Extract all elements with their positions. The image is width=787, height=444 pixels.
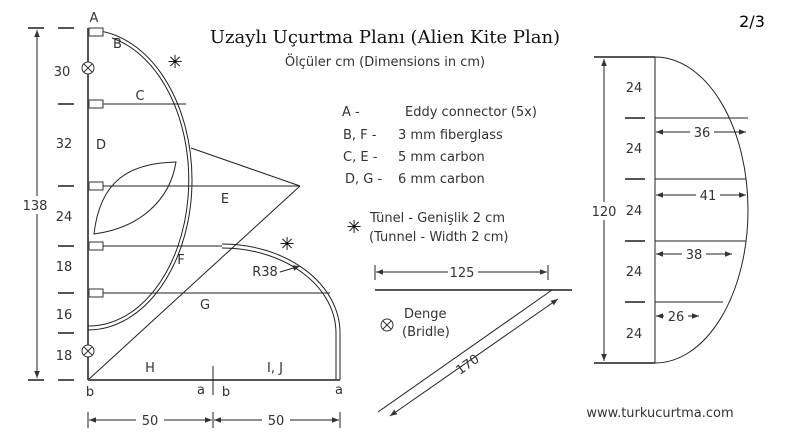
subtitle: Ölçüler cm (Dimensions in cm) (285, 53, 485, 70)
drawing-stroke (279, 265, 301, 273)
drawing-stroke (262, 412, 290, 428)
page-title: Uzaylı Uçurtma Planı (Alien Kite Plan) (210, 27, 560, 48)
tunnel-star-icon: ✳ (167, 52, 182, 73)
width-label: 38 (686, 248, 703, 263)
tunnel-star-icon: ✳ (279, 234, 294, 255)
tunnel-leaf (93, 161, 177, 235)
legend-key: A - (342, 105, 360, 120)
legend-key: D, G - (345, 172, 382, 187)
dim-label: 24 (626, 265, 643, 280)
dim-label: 32 (56, 137, 73, 152)
tunnel-star-icon: ✳ (346, 217, 361, 238)
bridle-text: Denge (404, 307, 447, 322)
drawing-stroke (655, 117, 748, 303)
drawing-stroke (83, 346, 93, 356)
part-label-f: F (177, 253, 184, 268)
right-total-label: 120 (592, 205, 617, 220)
width-label: 50 (142, 414, 159, 429)
part-label-g: G (200, 298, 210, 313)
legend: A - Eddy connector (5x) B, F - 3 mm fiberg… (342, 105, 537, 245)
bridle-diagram: 125 170 Denge (Bridle) (374, 264, 572, 417)
dim-label: 30 (54, 65, 71, 80)
drawing-stroke (696, 188, 720, 203)
drawing-stroke (88, 27, 104, 37)
dim-label: 24 (626, 327, 643, 342)
tunnel-text: Tünel - Genişlik 2 cm (369, 211, 505, 226)
part-label-h: H (145, 361, 155, 376)
kite-left-view: 138 30 32 24 18 16 18 A B C D E F G H I,… (20, 11, 343, 429)
spar-b-outer (87, 29, 193, 331)
drawing-stroke (88, 99, 104, 109)
legend-text: 6 mm carbon (398, 172, 485, 187)
drawing-stroke (20, 196, 50, 214)
dim-label: 24 (626, 81, 643, 96)
page-number: 2/3 (739, 12, 765, 31)
mark-b: b (222, 385, 230, 400)
drawing-stroke (88, 288, 104, 298)
drawing-stroke (664, 125, 720, 324)
drawing-stroke (136, 412, 164, 428)
left-ticks (28, 27, 74, 381)
dim-label: 24 (56, 210, 73, 225)
mark-a: a (197, 383, 205, 398)
drawing-stroke (448, 264, 478, 280)
drawing-stroke (88, 181, 104, 191)
bridle-width-label: 125 (450, 266, 475, 281)
part-label-b: B (113, 37, 122, 52)
keel-line (190, 147, 301, 187)
drawing-stroke (590, 202, 618, 220)
drawing-stroke (382, 320, 392, 330)
legend-key: C, E - (343, 150, 378, 165)
legend-text: Eddy connector (5x) (405, 105, 537, 120)
drawing-stroke (690, 125, 714, 140)
spar-f-inner (221, 247, 337, 380)
bridle-text: (Bridle) (402, 325, 450, 340)
spar-f-outer (221, 243, 341, 380)
part-label-ij: I, J (267, 361, 283, 376)
total-height-label: 138 (23, 199, 48, 214)
width-label: 50 (268, 414, 285, 429)
part-label-a: A (90, 11, 99, 26)
drawing-stroke (87, 412, 341, 428)
diagonal-h (87, 185, 301, 381)
drawing-stroke (682, 247, 706, 262)
dim-label: 24 (626, 204, 643, 219)
bridle-point-icon (81, 344, 95, 358)
dim-label: 24 (626, 142, 643, 157)
connectors (88, 27, 104, 298)
drawing-stroke (83, 63, 93, 73)
width-label: 41 (700, 189, 717, 204)
width-label: 36 (694, 126, 711, 141)
part-label-e: E (221, 192, 229, 207)
sail-outline (654, 56, 749, 364)
bridle-point-icon (380, 318, 394, 332)
legend-text: 5 mm carbon (398, 150, 485, 165)
kite-right-view: 120 24 24 24 24 24 36 41 38 26 (590, 56, 749, 364)
mark-a: a (335, 383, 343, 398)
part-label-c: C (135, 89, 144, 104)
spar-b-inner (87, 37, 190, 327)
mark-b: b (86, 385, 94, 400)
drawing-stroke (389, 298, 559, 417)
bridle-point-icon (81, 61, 95, 75)
radius-label: R38 (252, 265, 278, 280)
website-link[interactable]: www.turkucurtma.com (586, 406, 733, 421)
part-label-d: D (96, 138, 106, 153)
legend-text: 3 mm fiberglass (398, 128, 503, 143)
dim-label: 18 (56, 260, 73, 275)
width-label: 26 (668, 310, 685, 325)
drawing-stroke (664, 309, 688, 324)
dim-label: 16 (56, 308, 73, 323)
dim-label: 18 (56, 349, 73, 364)
drawing-stroke (594, 56, 655, 364)
tunnel-text: (Tunnel - Width 2 cm) (369, 230, 509, 245)
drawing-stroke (88, 241, 104, 251)
legend-key: B, F - (343, 128, 377, 143)
